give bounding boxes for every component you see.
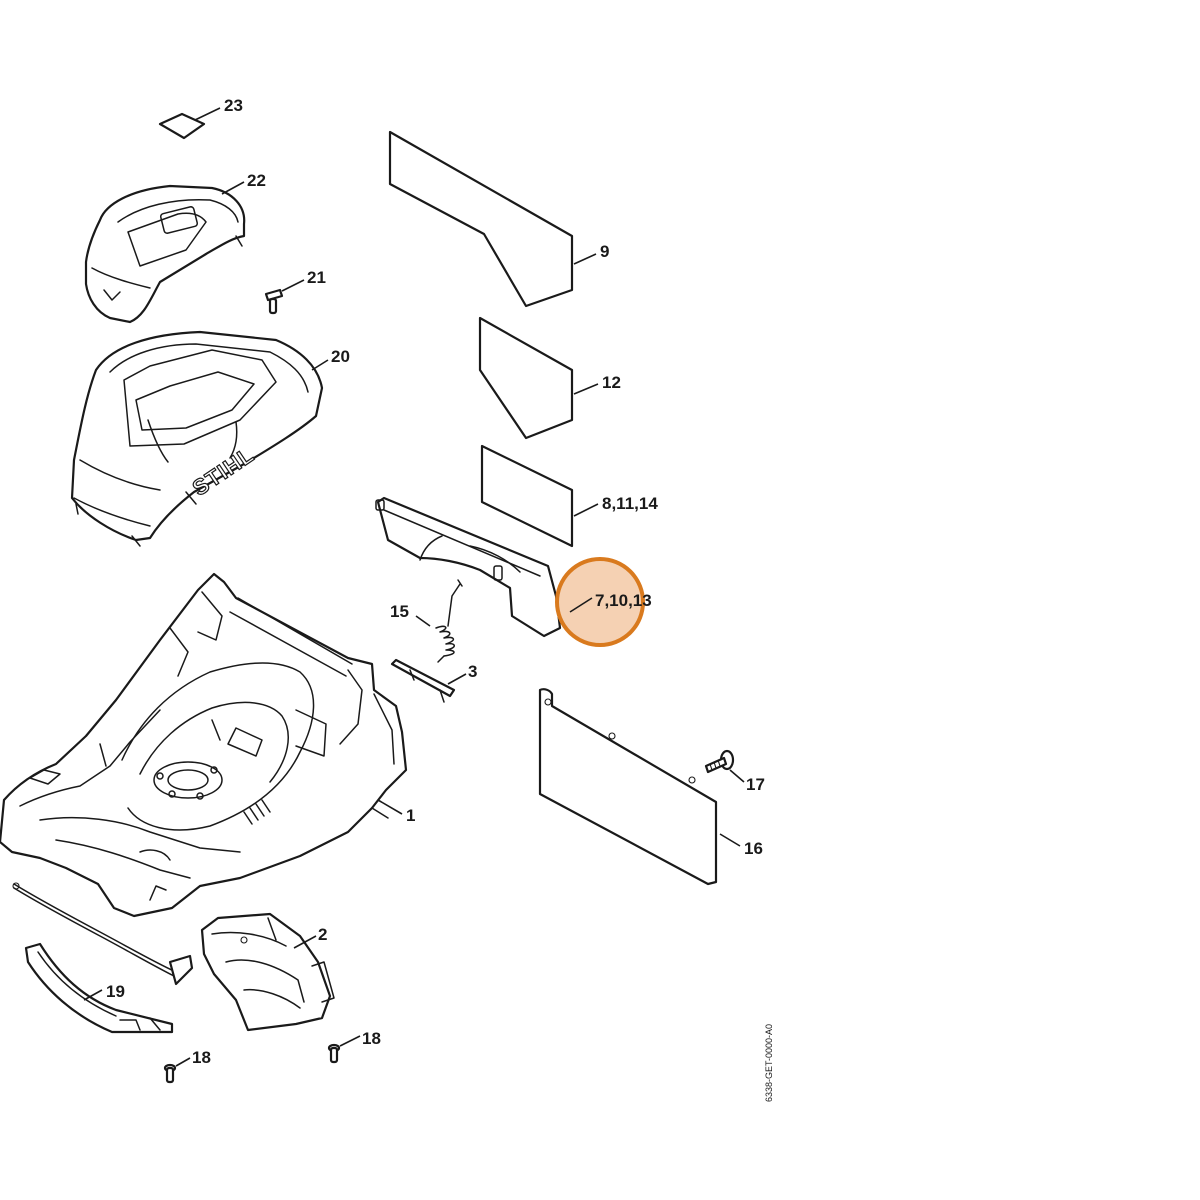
part-8-11-14-panel[interactable] [480, 444, 574, 548]
part-22-handle-cover[interactable] [84, 184, 246, 324]
part-15-spring[interactable] [435, 579, 463, 663]
part-12-panel[interactable] [478, 316, 574, 440]
part-18-screw-right[interactable] [327, 1043, 341, 1064]
part-9-panel[interactable] [388, 130, 574, 308]
part-21-screw[interactable] [264, 288, 284, 315]
part-16-flap-panel[interactable] [538, 688, 718, 886]
highlight-circle [555, 557, 645, 647]
part-19-handle-bracket[interactable] [12, 882, 194, 1034]
part-23-label-plate[interactable] [158, 112, 206, 140]
callout-21[interactable]: 21 [307, 268, 326, 287]
callout-7-10-13[interactable]: 7,10,13 [595, 591, 652, 610]
callout-1[interactable]: 1 [406, 806, 415, 825]
callout-19[interactable]: 19 [106, 982, 125, 1001]
callout-9[interactable]: 9 [600, 242, 609, 261]
callout-23[interactable]: 23 [224, 96, 243, 115]
callout-2[interactable]: 2 [318, 925, 327, 944]
callout-12[interactable]: 12 [602, 373, 621, 392]
callout-22[interactable]: 22 [247, 171, 266, 190]
part-20-top-housing[interactable]: STIHL [70, 330, 324, 547]
part-2-discharge-chute[interactable] [200, 912, 335, 1032]
callout-18-left[interactable]: 18 [192, 1048, 211, 1067]
callout-16[interactable]: 16 [744, 839, 763, 858]
part-17-screw[interactable] [704, 749, 735, 774]
callout-15[interactable]: 15 [390, 602, 409, 621]
part-18-screw-left[interactable] [163, 1063, 177, 1084]
part-1-mower-deck[interactable] [0, 572, 408, 918]
callout-20[interactable]: 20 [331, 347, 350, 366]
callout-18-right[interactable]: 18 [362, 1029, 381, 1048]
part-3-hinge-bracket[interactable] [390, 658, 456, 703]
callout-3[interactable]: 3 [468, 662, 477, 681]
callout-17[interactable]: 17 [746, 775, 765, 794]
part-7-10-13-rear-flap[interactable] [375, 496, 562, 638]
callout-8-11-14[interactable]: 8,11,14 [602, 494, 658, 513]
drawing-reference: 6338-GET-0000-A0 [764, 1024, 774, 1102]
